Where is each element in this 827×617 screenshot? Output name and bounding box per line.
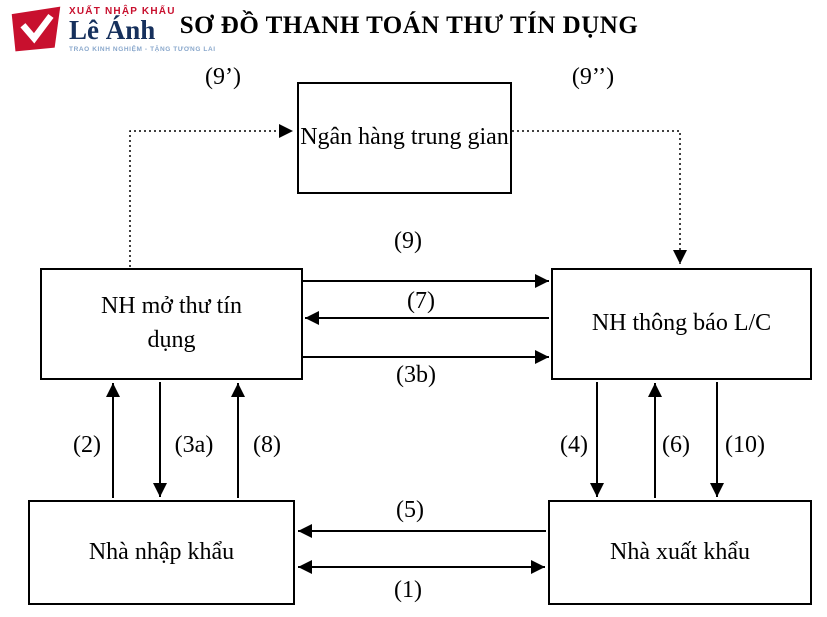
arrow-9-prime [129, 124, 293, 267]
node-exporter: Nhà xuất khẩu [548, 500, 812, 605]
node-advising-bank: NH thông báo L/C [551, 268, 812, 380]
node-issuing-bank: NH mở thư tín dụng [40, 268, 303, 380]
edge-label-5: (5) [396, 497, 424, 523]
node-intermediary-bank: Ngân hàng trung gian [297, 82, 512, 194]
edge-label-3a: (3a) [174, 432, 214, 458]
node-issuing-bank-label: NH mở thư tín dụng [100, 293, 243, 353]
logo-text: XUẤT NHẬP KHẨU Lê Ánh TRAO KINH NGHIỆM -… [69, 6, 216, 53]
edge-label-4: (4) [560, 432, 588, 458]
edge-label-9: (9) [394, 228, 422, 254]
edge-label-8: (8) [253, 432, 281, 458]
logo-tagline: TRAO KINH NGHIỆM - TẶNG TƯƠNG LAI [69, 45, 216, 53]
edge-label-9-prime: (9’) [205, 64, 241, 90]
edge-label-9-double-prime: (9’’) [571, 64, 615, 90]
edge-label-6: (6) [662, 432, 690, 458]
edge-label-2: (2) [73, 432, 101, 458]
node-exporter-label: Nhà xuất khẩu [610, 538, 750, 565]
edge-label-10: (10) [725, 432, 765, 458]
logo: XUẤT NHẬP KHẨU Lê Ánh TRAO KINH NGHIỆM -… [8, 4, 216, 54]
node-advising-bank-label: NH thông báo L/C [591, 310, 772, 337]
logo-flag-icon [11, 6, 61, 52]
node-importer: Nhà nhập khẩu [28, 500, 295, 605]
edge-label-3b: (3b) [396, 362, 436, 388]
edge-label-7: (7) [407, 288, 435, 314]
edge-label-1: (1) [394, 577, 422, 603]
arrow-9-double-prime [512, 130, 687, 264]
logo-brand-name: Lê Ánh [69, 14, 156, 45]
logo-line1: XUẤT NHẬP KHẨU [69, 5, 176, 17]
node-importer-label: Nhà nhập khẩu [88, 538, 235, 565]
page-title: SƠ ĐỒ THANH TOÁN THƯ TÍN DỤNG [179, 12, 639, 39]
node-intermediary-bank-label: Ngân hàng trung gian [300, 124, 509, 151]
